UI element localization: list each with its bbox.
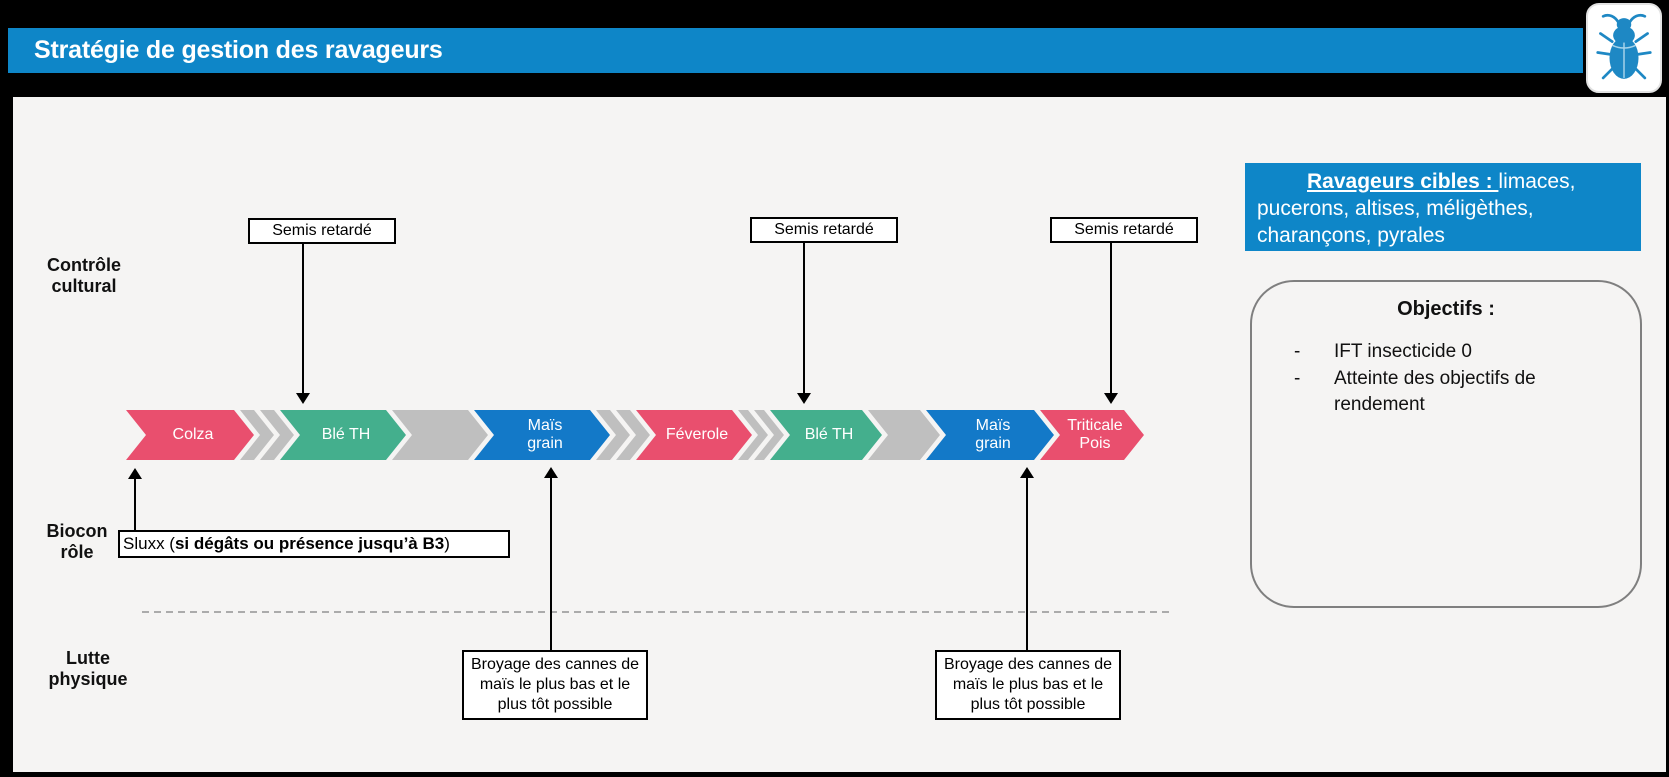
objective-item: - IFT insecticide 0 xyxy=(1294,339,1612,365)
objective-text: IFT insecticide 0 xyxy=(1334,341,1472,362)
broyage-label: Broyage des cannes de maïs le plus bas e… xyxy=(470,656,640,713)
row-label-cultural-control: Contrôle cultural xyxy=(38,255,130,297)
objectives-panel: Objectifs : - IFT insecticide 0 - Atteinte … xyxy=(1250,280,1642,608)
sluxx-label: Sluxx (si dégâts ou présence jusqu’à B3) xyxy=(123,534,450,553)
semis-arrow-3 xyxy=(1110,243,1112,394)
row-label-line: physique xyxy=(48,669,128,689)
page-title: Stratégie de gestion des ravageurs xyxy=(34,36,443,64)
method-divider xyxy=(142,611,1170,613)
targets-box: Ravageurs cibles : limaces, pucerons, al… xyxy=(1245,163,1641,251)
row-label-line: Biocon xyxy=(46,521,108,541)
crop-label: Blé TH xyxy=(321,426,371,443)
broyage-box-1: Broyage des cannes de maïs le plus bas e… xyxy=(462,650,648,720)
list-dash: - xyxy=(1294,368,1301,389)
semis-retarde-box-2: Semis retardé xyxy=(750,217,898,243)
separator-chevron xyxy=(392,410,488,460)
broyage-box-2: Broyage des cannes de maïs le plus bas e… xyxy=(935,650,1121,720)
row-label-biocontrol: Biocon rôle xyxy=(34,521,120,563)
crop-label: Maïs grain xyxy=(527,417,563,452)
row-label-line: Contrôle xyxy=(47,255,121,275)
crop-chevron: Maïs grain xyxy=(926,410,1054,460)
semis-retarde-box-3: Semis retardé xyxy=(1050,217,1198,243)
list-dash: - xyxy=(1294,341,1301,362)
targets-text: Ravageurs cibles : limaces, pucerons, al… xyxy=(1257,168,1629,249)
crop-label: Colza xyxy=(172,426,214,443)
objectives-title: Objectifs : xyxy=(1397,298,1495,320)
objective-item: - Atteinte des objectifs de rendement xyxy=(1294,366,1612,418)
broyage-label: Broyage des cannes de maïs le plus bas e… xyxy=(943,656,1113,713)
crop-chevron: Colza xyxy=(126,410,254,460)
objective-text: Atteinte des objectifs de rendement xyxy=(1334,368,1536,415)
crop-chevron: Blé TH xyxy=(280,410,406,460)
targets-list-text: limaces, pucerons, altises, méligèthes, … xyxy=(1257,170,1576,247)
row-label-line: cultural xyxy=(51,276,117,296)
crop-chevron: Blé TH xyxy=(770,410,882,460)
crop-rotation-band: Colza Blé TH Maïs grain Féverole Blé TH Maïs … xyxy=(13,410,1173,460)
semis-retarde-box-1: Semis retardé xyxy=(248,218,396,244)
title-bar: Stratégie de gestion des ravageurs xyxy=(8,28,1583,73)
beetle-icon xyxy=(1596,13,1652,80)
crop-label: Féverole xyxy=(665,426,729,443)
broyage-arrow-2 xyxy=(1026,477,1028,650)
crop-label: Blé TH xyxy=(804,426,854,443)
row-label-line: Lutte xyxy=(66,648,110,668)
diagram-canvas: Contrôle cultural Biocon rôle Lutte phys… xyxy=(3,97,1666,772)
crop-chevron: Maïs grain xyxy=(474,410,610,460)
broyage-arrow-1 xyxy=(550,477,552,650)
crop-chevron: Féverole xyxy=(636,410,752,460)
row-label-line: rôle xyxy=(60,542,94,562)
targets-heading: Ravageurs cibles : xyxy=(1307,170,1499,193)
semis-arrow-1 xyxy=(302,244,304,394)
crop-label: Triticale Pois xyxy=(1067,417,1123,452)
row-label-physical-control: Lutte physique xyxy=(38,648,138,690)
semis-retarde-label: Semis retardé xyxy=(272,222,372,239)
objectives-list: - IFT insecticide 0 - Atteinte des objectif… xyxy=(1252,339,1640,418)
sluxx-box: Sluxx (si dégâts ou présence jusqu’à B3) xyxy=(118,530,510,558)
beetle-logo xyxy=(1586,3,1662,93)
crop-label: Maïs grain xyxy=(975,417,1011,452)
semis-arrow-2 xyxy=(803,243,805,394)
crop-chevron: Triticale Pois xyxy=(1040,410,1144,460)
sluxx-arrow xyxy=(134,478,136,530)
semis-retarde-label: Semis retardé xyxy=(1074,221,1174,238)
semis-retarde-label: Semis retardé xyxy=(774,221,874,238)
